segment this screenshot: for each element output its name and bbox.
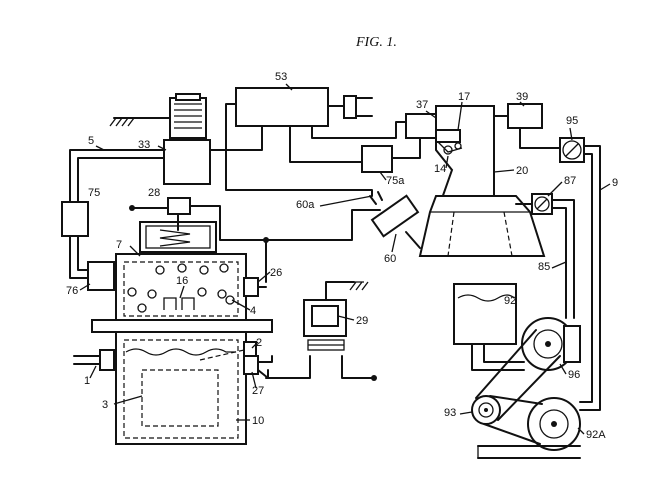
coil-stack <box>169 93 207 139</box>
label-5: 5 <box>88 135 94 147</box>
label-2: 2 <box>256 337 262 349</box>
label-76: 76 <box>66 285 78 297</box>
line-53-to-75a <box>289 125 363 163</box>
label-27: 27 <box>252 385 264 397</box>
line-60a <box>225 149 373 197</box>
pipe-75-76 <box>69 235 91 279</box>
line-75a-to-17 <box>391 137 421 159</box>
label-87: 87 <box>564 175 576 187</box>
chamber-3 <box>141 369 219 427</box>
leader-lines <box>79 83 611 435</box>
plate-4 <box>91 319 273 333</box>
mechanism-17 <box>435 129 463 155</box>
figure-title: FIG. 1. <box>355 35 397 50</box>
label-28: 28 <box>148 187 160 199</box>
component-7 <box>115 253 247 321</box>
line-27-to-29 <box>265 355 311 379</box>
label-85: 85 <box>538 261 550 273</box>
line-53-to-top <box>225 103 237 151</box>
label-7: 7 <box>116 239 122 251</box>
label-16: 16 <box>176 275 188 287</box>
label-93: 93 <box>444 407 456 419</box>
component-75a <box>361 145 393 173</box>
belt-drive <box>475 329 561 445</box>
label-92: 92 <box>504 295 516 307</box>
component-10 <box>115 331 247 445</box>
label-75a: 75a <box>386 175 405 187</box>
line-92-to-pump <box>471 343 525 371</box>
ground-symbol-left <box>109 117 171 127</box>
label-96: 96 <box>568 369 580 381</box>
label-26: 26 <box>270 267 282 279</box>
spring-assembly <box>139 213 217 253</box>
pump-92a <box>527 397 581 451</box>
label-3: 3 <box>102 399 108 411</box>
valve-87 <box>531 193 553 215</box>
clamp-symbol <box>327 95 373 119</box>
component-33 <box>163 139 211 185</box>
nozzle-60 <box>369 191 421 249</box>
label-33: 33 <box>138 139 150 151</box>
component-28 <box>129 197 267 241</box>
label-37: 37 <box>416 99 428 111</box>
label-92a: 92A <box>586 429 606 441</box>
hood <box>418 195 546 257</box>
component-29 <box>303 281 377 381</box>
component-39 <box>507 103 543 129</box>
connector-26 <box>243 277 267 297</box>
label-75: 75 <box>88 187 100 199</box>
label-29: 29 <box>356 315 368 327</box>
pipe-5 <box>69 149 165 203</box>
line-60-to-junction <box>265 209 381 241</box>
label-60a: 60a <box>296 199 315 211</box>
valve-95 <box>559 137 585 163</box>
label-17: 17 <box>458 91 470 103</box>
tank-92 <box>453 283 517 345</box>
line-53-to-37 <box>311 121 409 139</box>
label-1: 1 <box>84 375 90 387</box>
connector-27 <box>243 355 273 379</box>
line-33-to-53 <box>209 125 263 151</box>
hopper-20 <box>435 105 495 205</box>
line-39-down <box>519 127 563 149</box>
label-53: 53 <box>275 71 287 83</box>
label-9: 9 <box>612 177 618 189</box>
pipe-9 <box>579 145 601 411</box>
component-53 <box>235 87 329 127</box>
component-76 <box>87 261 115 291</box>
base-pipe <box>477 445 581 459</box>
component-37 <box>405 113 437 139</box>
label-10: 10 <box>252 415 264 427</box>
pump-96 <box>521 317 581 371</box>
label-4: 4 <box>250 305 256 317</box>
label-39: 39 <box>516 91 528 103</box>
line-92-to-96 <box>483 343 525 363</box>
pipe-85 <box>551 199 575 319</box>
component-75 <box>61 201 89 237</box>
pulley-93 <box>471 395 501 425</box>
label-95: 95 <box>566 115 578 127</box>
label-14: 14 <box>434 163 446 175</box>
inlet-1 <box>73 349 117 371</box>
label-60: 60 <box>384 253 396 265</box>
label-20: 20 <box>516 165 528 177</box>
